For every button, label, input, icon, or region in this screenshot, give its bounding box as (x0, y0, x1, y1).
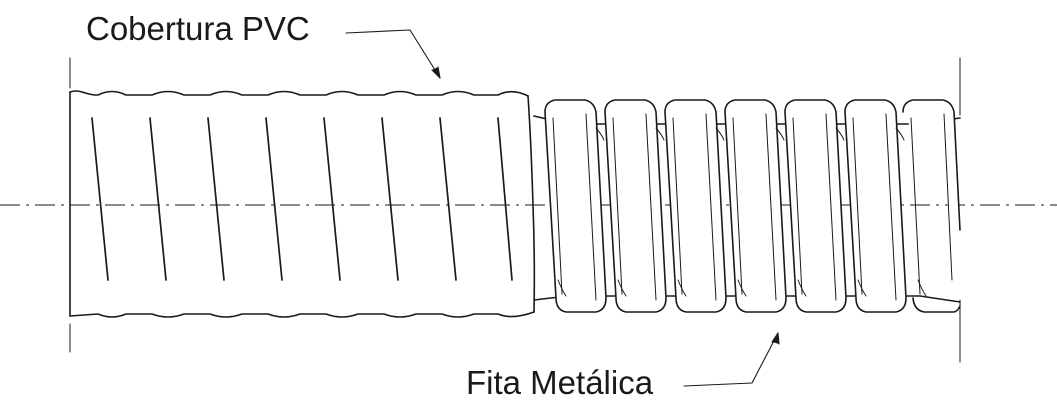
metallic-tape (533, 99, 961, 313)
label-pvc-cover: Cobertura PVC (86, 10, 310, 47)
pvc-cover-bottom-edge (69, 311, 535, 318)
arrowhead-icon (771, 332, 780, 345)
label-metallic-tape: Fita Metálica (466, 364, 654, 401)
tape-gaps (557, 127, 927, 297)
pvc-cover-right-edge (527, 95, 536, 313)
pvc-cover (69, 90, 536, 318)
tape-rings (544, 99, 961, 313)
arrowhead-icon (431, 66, 441, 79)
cover-leader (345, 29, 441, 79)
pvc-cover-stripes (91, 117, 513, 281)
tape-leader (683, 332, 780, 387)
pvc-cover-top-edge (69, 90, 529, 97)
